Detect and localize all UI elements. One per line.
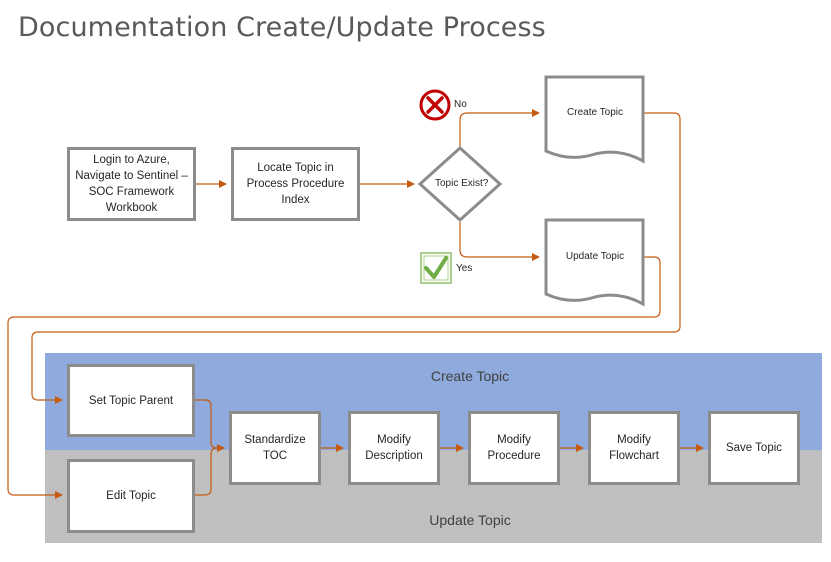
locate-topic-node: Locate Topic in Process Procedure Index <box>231 147 360 221</box>
save-topic-node: Save Topic <box>708 411 800 485</box>
connector-decision-yes <box>459 222 540 261</box>
edit-topic-node: Edit Topic <box>67 459 195 533</box>
x-circle-icon <box>419 89 451 121</box>
modify-procedure-node: Modify Procedure <box>468 411 560 485</box>
create-topic-document-shape <box>544 75 645 164</box>
no-branch-label: No <box>454 99 467 110</box>
decision-diamond <box>417 145 503 223</box>
update-topic-lane-label: Update Topic <box>429 512 511 528</box>
modify-description-node: Modify Description <box>348 411 440 485</box>
create-topic-lane-label: Create Topic <box>430 368 510 384</box>
page-title: Documentation Create/Update Process <box>18 12 546 43</box>
yes-branch-label: Yes <box>456 263 473 274</box>
update-topic-document-shape <box>544 218 645 307</box>
modify-flowchart-node: Modify Flowchart <box>588 411 680 485</box>
checkmark-box-icon <box>420 252 452 284</box>
connector-update-to-edit <box>7 256 661 499</box>
connector-create-to-set-parent <box>31 112 681 404</box>
login-node: Login to Azure, Navigate to Sentinel – S… <box>67 147 196 221</box>
update-topic-document-label: Update Topic <box>565 251 625 262</box>
create-topic-document-label: Create Topic <box>567 107 623 118</box>
standardize-toc-node: Standardize TOC <box>229 411 321 485</box>
decision-label: Topic Exist? <box>435 178 489 189</box>
connector-edit-to-standardize <box>194 447 224 496</box>
connector-set-parent-to-standardize <box>194 399 225 452</box>
connector-decision-no <box>459 109 540 147</box>
set-topic-parent-node: Set Topic Parent <box>67 364 195 437</box>
